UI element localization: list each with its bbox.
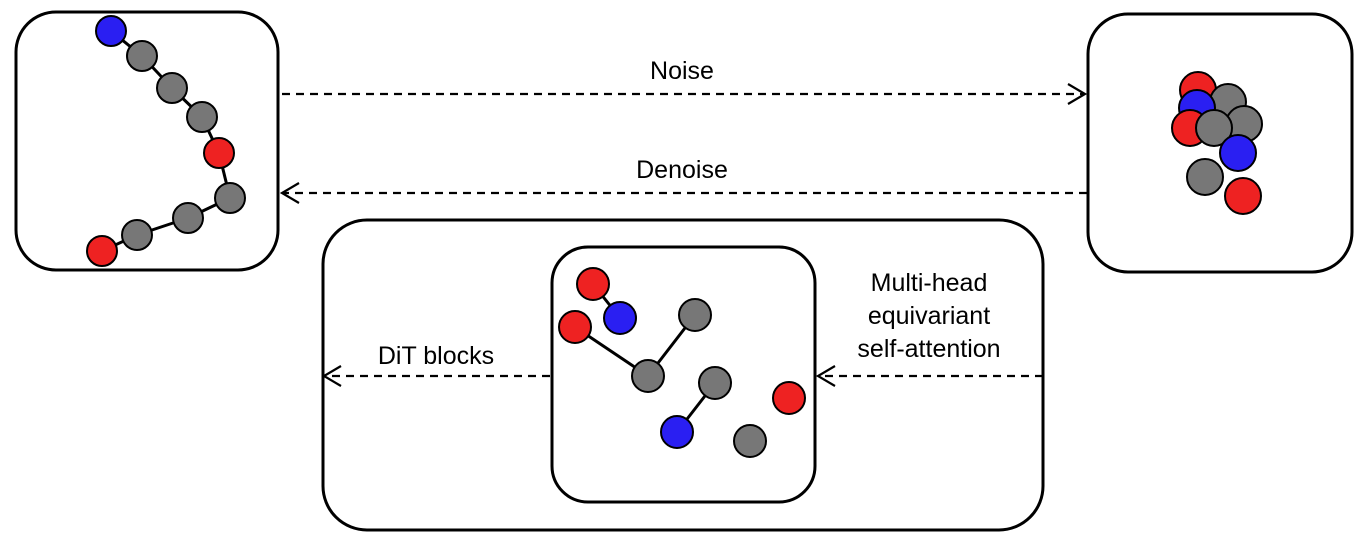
nitrogen-atom xyxy=(603,301,637,335)
attention-label-line3: self-attention xyxy=(857,335,1000,363)
dit-blocks-label: DiT blocks xyxy=(378,342,494,370)
oxygen-atom xyxy=(86,235,118,267)
carbon-atom xyxy=(1186,158,1224,196)
attention-panel xyxy=(550,245,817,504)
carbon-atom xyxy=(186,101,218,133)
oxygen-atom xyxy=(772,381,806,415)
carbon-atom xyxy=(172,202,204,234)
noisy-molecule-atoms xyxy=(1171,71,1263,215)
denoise-arrow xyxy=(279,182,1087,204)
oxygen-atom xyxy=(576,267,610,301)
nitrogen-atom xyxy=(660,415,694,449)
carbon-atom xyxy=(1195,109,1233,147)
carbon-atom xyxy=(121,219,153,251)
carbon-atom xyxy=(631,359,665,393)
dit-panel xyxy=(321,218,1045,532)
clean-molecule-atoms xyxy=(86,15,246,267)
dit-blocks-arrow xyxy=(321,365,550,387)
attention-molecule-atoms xyxy=(558,267,806,458)
noise-label: Noise xyxy=(650,57,714,85)
carbon-atom xyxy=(733,424,767,458)
attention-label-line2: equivariant xyxy=(868,302,990,330)
noisy-molecule-panel xyxy=(1086,12,1354,274)
oxygen-atom xyxy=(1224,177,1262,215)
oxygen-atom xyxy=(558,310,592,344)
nitrogen-atom xyxy=(1219,134,1257,172)
denoise-label: Denoise xyxy=(636,156,728,184)
attention-arrow xyxy=(815,365,1043,387)
carbon-atom xyxy=(698,366,732,400)
clean-molecule-panel xyxy=(14,10,280,272)
carbon-atom xyxy=(678,298,712,332)
carbon-atom xyxy=(126,40,158,72)
oxygen-atom xyxy=(203,137,235,169)
carbon-atom xyxy=(156,72,188,104)
carbon-atom xyxy=(214,182,246,214)
nitrogen-atom xyxy=(95,15,127,47)
noise-arrow xyxy=(282,83,1088,105)
attention-label-line1: Multi-head xyxy=(871,269,988,297)
